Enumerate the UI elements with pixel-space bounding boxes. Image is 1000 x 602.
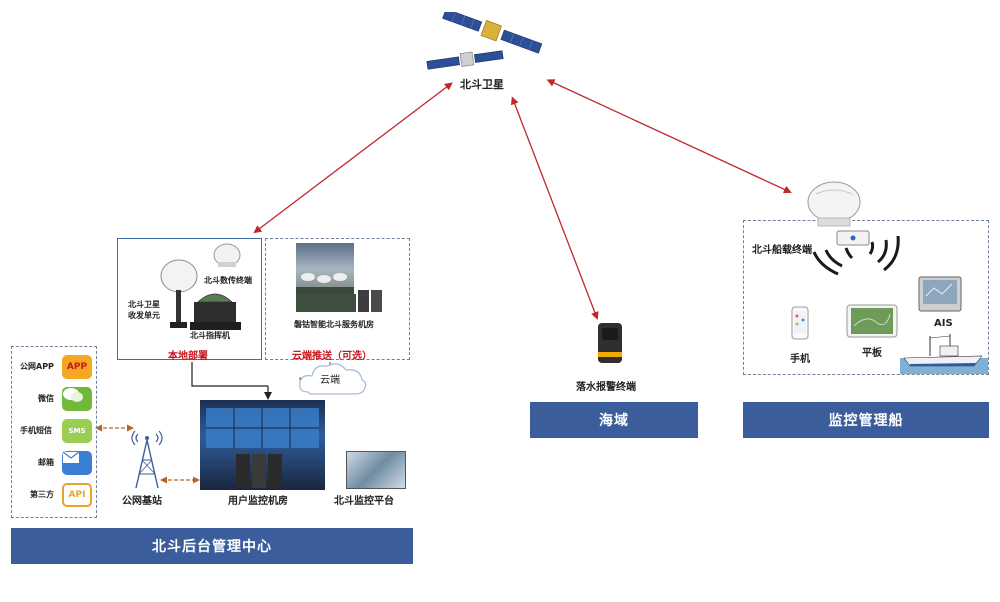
- tablet-label: 平板: [862, 348, 882, 359]
- ship-terminal-label: 北斗船载终端: [752, 245, 812, 256]
- cloud-push-title: 云端推送（可选）: [292, 351, 372, 362]
- email-icon: [62, 451, 92, 475]
- sea-area-bar: 海域: [530, 402, 698, 438]
- control-room-label: 用户监控机房: [228, 496, 288, 507]
- drowning-alarm-label: 落水报警终端: [576, 382, 636, 393]
- tablet-icon: [846, 304, 898, 338]
- link-satellite-local: [253, 82, 453, 234]
- notify-wechat-label: 微信: [38, 394, 54, 403]
- api-icon: API: [62, 483, 92, 507]
- ship-monitor-bar: 监控管理船: [743, 402, 989, 438]
- base-station-tower-icon: [130, 428, 164, 490]
- phone-label: 手机: [790, 354, 810, 365]
- dtu-label: 北斗数传终端: [204, 276, 252, 285]
- link-satellite-ship: [546, 79, 792, 194]
- base-station-label: 公网基站: [122, 496, 162, 507]
- backend-center-bar: 北斗后台管理中心: [11, 528, 413, 564]
- notify-api-label: 第三方: [30, 490, 54, 499]
- ship-terminal-box-icon: [836, 228, 870, 248]
- app-icon: APP: [62, 355, 92, 379]
- link-satellite-sea: [510, 96, 599, 320]
- server-hall-photo: [296, 243, 354, 301]
- satellite-label: 北斗卫星: [460, 78, 504, 91]
- cloud-label: 云端: [320, 375, 340, 386]
- wireless-signal-icon: [808, 230, 904, 276]
- satellite: [425, 12, 555, 74]
- ship-terminal-dome-icon: [806, 180, 862, 228]
- phone-icon: [791, 306, 809, 340]
- local-deployment-box: [117, 238, 262, 360]
- transceiver-label-text: 北斗卫星 收发单元: [128, 300, 160, 320]
- notify-channels-box: 公网APP APP 微信 手机短信 SMS 邮箱 第三方 API: [11, 346, 97, 518]
- cloud-push-box: [265, 238, 410, 360]
- transceiver-label: 北斗卫星 收发单元: [128, 299, 160, 321]
- ship-monitor-box: [743, 220, 989, 375]
- ais-label: AIS: [934, 318, 953, 329]
- server-rack-icon: [296, 294, 356, 312]
- ais-device-icon: [918, 276, 962, 312]
- notify-app: 公网APP APP: [12, 355, 98, 381]
- link-local-room: [191, 362, 268, 387]
- server-cabinet-icon: [358, 290, 382, 312]
- notify-app-label: 公网APP: [20, 362, 54, 371]
- notify-email: 邮箱: [12, 451, 98, 477]
- notify-sms-label: 手机短信: [20, 426, 52, 435]
- transceiver-antenna-icon: [158, 258, 200, 330]
- monitor-platform-screen: [346, 451, 406, 489]
- notify-wechat: 微信: [12, 387, 98, 413]
- fishing-ship-photo: [900, 334, 988, 374]
- notify-email-label: 邮箱: [38, 458, 54, 467]
- server-room-label: 磐钴智能北斗服务机房: [294, 320, 374, 329]
- satellite-icon: [426, 12, 543, 70]
- commander-icon: [188, 288, 243, 332]
- cloud-icon: [298, 360, 368, 398]
- drowning-alarm-terminal-icon: [596, 322, 624, 364]
- wechat-icon: [62, 387, 92, 411]
- monitor-platform-label: 北斗监控平台: [334, 496, 394, 507]
- dtu-icon: [212, 243, 242, 269]
- commander-label: 北斗指挥机: [190, 331, 230, 340]
- local-deployment-title: 本地部署: [168, 351, 208, 362]
- sms-icon: SMS: [62, 419, 92, 443]
- notify-api: 第三方 API: [12, 483, 98, 509]
- control-room-photo: [200, 400, 325, 490]
- notify-sms: 手机短信 SMS: [12, 419, 98, 445]
